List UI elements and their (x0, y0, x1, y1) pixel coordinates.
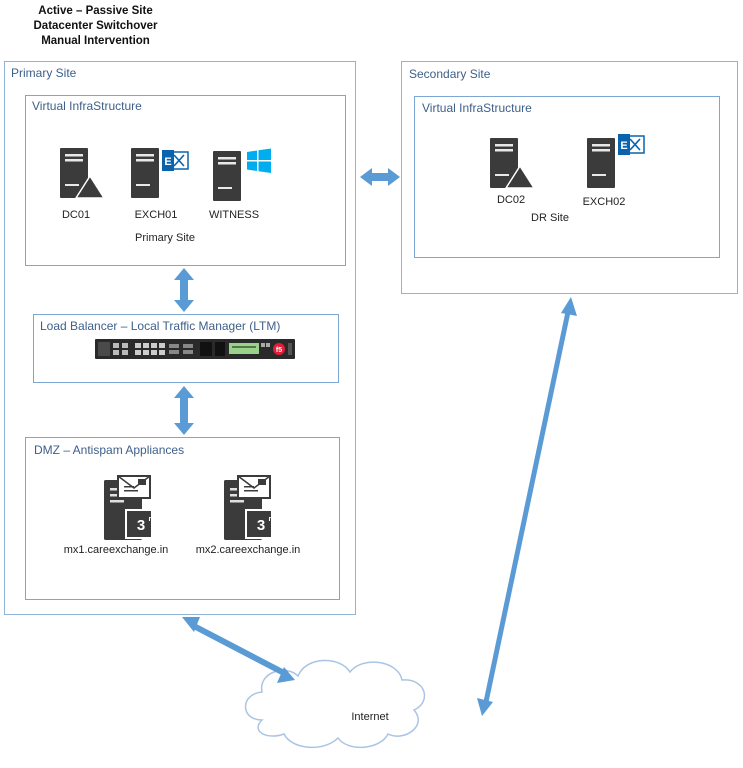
arrow-secondary-internet (477, 297, 577, 716)
witness-label: WITNESS (208, 209, 260, 221)
dc02-label: DC02 (496, 194, 526, 206)
internet-cloud-icon (244, 659, 426, 749)
secondary-virtual-infrastructure-label: Virtual InfraStructure (422, 101, 532, 115)
arrow-primary-secondary (360, 168, 400, 186)
primary-virtual-infrastructure-label: Virtual InfraStructure (32, 99, 142, 113)
primary-site-label: Primary Site (11, 66, 77, 80)
secondary-site-label: Secondary Site (409, 67, 491, 81)
primary-virtual-caption: Primary Site (135, 232, 195, 244)
title-line-3: Manual Intervention (41, 35, 150, 47)
load-balancer-label: Load Balancer – Local Traffic Manager (L… (40, 319, 281, 333)
exch01-label: EXCH01 (134, 209, 178, 221)
dmz-box (25, 437, 340, 600)
title-line-2: Datacenter Switchover (33, 20, 158, 32)
secondary-virtual-infrastructure-box (414, 96, 720, 258)
diagram-title: Active – Passive Site Datacenter Switcho… (8, 4, 183, 49)
mx2-label: mx2.careexchange.in (195, 544, 301, 556)
title-line-1: Active – Passive Site (38, 5, 153, 17)
exch02-label: EXCH02 (582, 196, 626, 208)
internet-label: Internet (351, 711, 389, 723)
arrow-primary-internet (182, 617, 295, 683)
secondary-virtual-caption: DR Site (531, 212, 569, 224)
mx1-label: mx1.careexchange.in (63, 544, 169, 556)
dc01-label: DC01 (61, 209, 91, 221)
dmz-label: DMZ – Antispam Appliances (34, 443, 185, 457)
